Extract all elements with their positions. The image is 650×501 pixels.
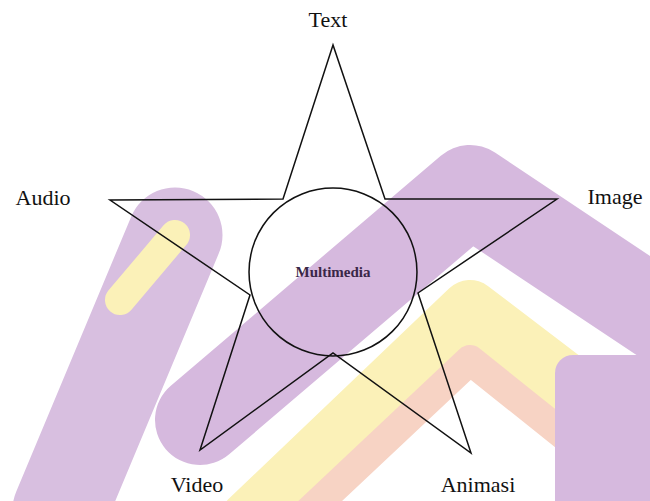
- central-circle: Multimedia: [248, 187, 418, 357]
- star-point-label: Text: [309, 8, 348, 32]
- watermark-band: [120, 235, 175, 300]
- star-point-label: Animasi: [441, 473, 516, 497]
- star-point-label: Video: [171, 473, 223, 497]
- star-point-label: Image: [588, 185, 643, 209]
- star-outline: [110, 45, 557, 453]
- node-text: Multimedia: [296, 264, 371, 281]
- watermark-block: [555, 355, 650, 501]
- star-point-label: Audio: [16, 186, 71, 210]
- watermark-band: [60, 235, 175, 501]
